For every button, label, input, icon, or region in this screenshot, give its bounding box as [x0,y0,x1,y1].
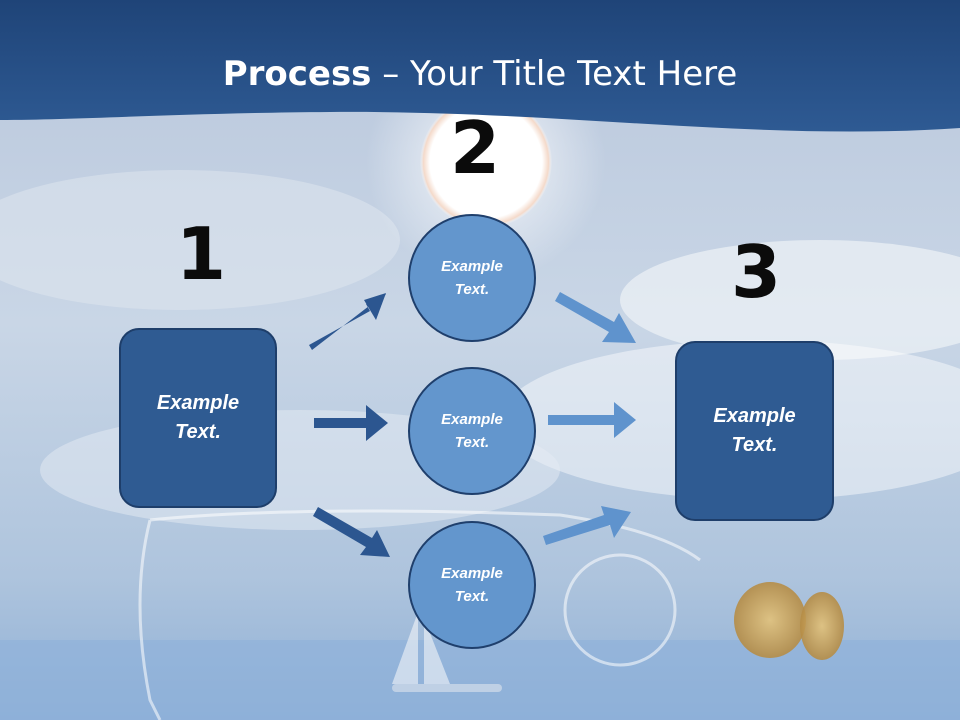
arrow-left-to-top [309,293,386,350]
process-box-right[interactable]: Example Text. [675,341,834,521]
arrow-bottom-to-right [543,506,631,545]
process-box-left[interactable]: Example Text. [119,328,277,508]
process-circle-top[interactable]: Example Text. [408,214,536,342]
step-number-1: 1 [176,212,227,296]
process-circle-top-label: Example Text. [441,258,503,298]
step-number-3: 3 [731,230,782,314]
page-title: Process – Your Title Text Here [0,54,960,94]
process-box-right-label: Example Text. [713,405,796,456]
process-circle-bottom[interactable]: Example Text. [408,521,536,649]
process-box-left-label: Example Text. [156,392,240,443]
step-number-2: 2 [450,106,501,190]
process-circle-middle-label: Example Text. [441,411,503,451]
arrow-left-to-bottom [313,507,390,557]
process-circle-bottom-label: Example Text. [441,565,503,605]
title-rest: – Your Title Text Here [371,54,738,94]
arrow-top-to-right [555,292,636,343]
title-bold: Process [222,54,372,94]
arrow-middle-to-right [548,402,636,438]
process-circle-middle[interactable]: Example Text. [408,367,536,495]
arrow-left-to-middle [314,405,388,441]
